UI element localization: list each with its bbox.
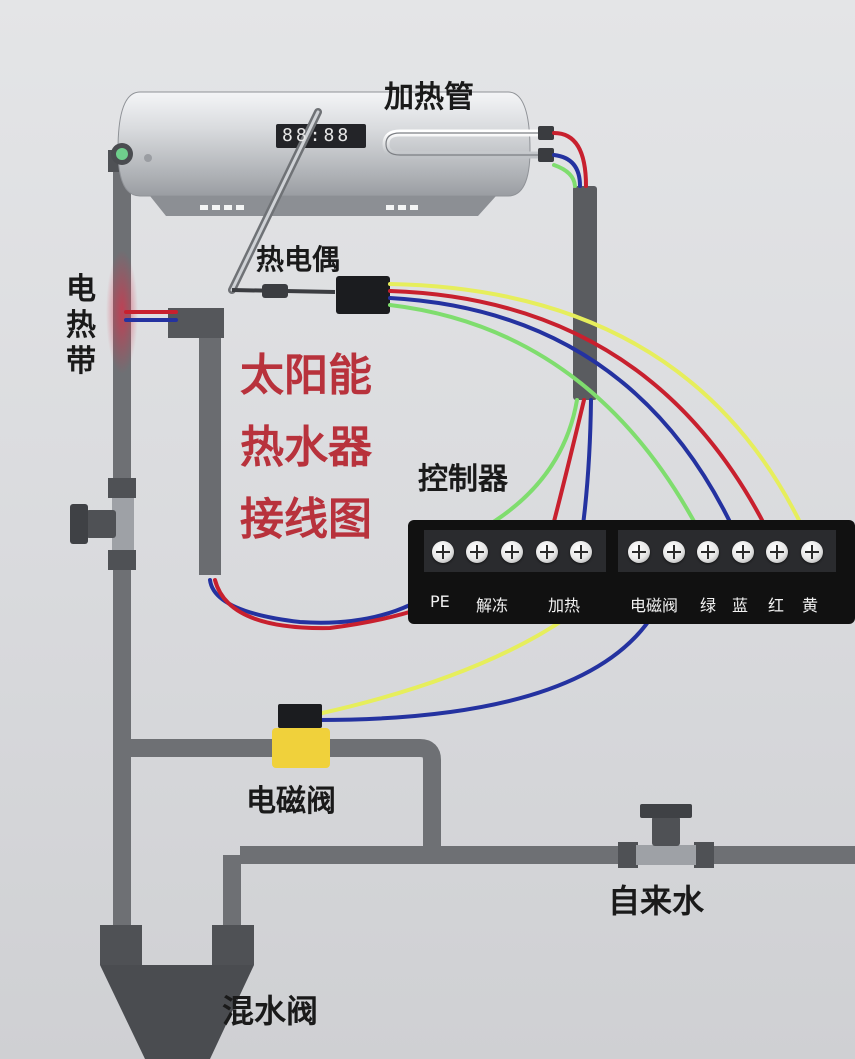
terminal-screw-11[interactable] (801, 541, 823, 563)
solenoid-body (272, 728, 330, 768)
pipe-joint-tap-right (694, 842, 714, 868)
terminal-screw-3[interactable] (501, 541, 523, 563)
solenoid-branch-pipe (122, 739, 441, 855)
heating-tube-terminal-2 (538, 148, 554, 162)
terminal-label-defrost: 解冻 (476, 596, 509, 615)
terminal-screw-4[interactable] (536, 541, 558, 563)
terminal-screw-5[interactable] (570, 541, 592, 563)
diagram-title-line-1: 太阳能 (240, 350, 372, 401)
solenoid-coil (278, 704, 322, 728)
terminal-screw-10[interactable] (766, 541, 788, 563)
label-heating-tube: 加热管 (384, 80, 474, 115)
thermowell-pipe (190, 311, 221, 575)
tank-display-readout: 88:88 (282, 125, 352, 146)
water-tank (111, 91, 531, 216)
label-mixing-valve: 混水阀 (222, 992, 319, 1030)
wires (124, 131, 814, 722)
terminal-screw-6[interactable] (628, 541, 650, 563)
terminal-label-solenoid: 电磁阀 (630, 596, 679, 615)
pipe-joint-mix-left (100, 925, 142, 965)
diagram-title-line-2: 热水器 (240, 422, 372, 473)
terminal-screw-1[interactable] (432, 541, 454, 563)
terminal-label-yellow: 黄 (802, 596, 819, 615)
tank-display (276, 124, 366, 148)
terminal-screw-8[interactable] (697, 541, 719, 563)
diagram-title-line-3: 接线图 (240, 494, 372, 545)
thermocouple-sensor-box (336, 276, 390, 314)
cable-sleeve (573, 186, 597, 400)
heating-band-glow (106, 250, 138, 374)
pipe-joint-valve-top (108, 478, 136, 498)
label-controller: 控制器 (418, 462, 508, 497)
tap-valve (636, 804, 696, 865)
drain-valve (70, 498, 134, 550)
pipe-joint-tap-left (618, 842, 638, 868)
mixing-valve-body (100, 965, 254, 1059)
heating-tube-terminal-1 (538, 126, 554, 140)
terminal-screw-2[interactable] (466, 541, 488, 563)
pipe-joint-valve-bottom (108, 550, 136, 570)
terminal-label-heating: 加热 (548, 596, 581, 615)
label-tap-water: 自来水 (608, 882, 705, 920)
label-heating-band: 电热带 (66, 272, 96, 379)
terminal-screw-7[interactable] (663, 541, 685, 563)
label-solenoid-valve: 电磁阀 (246, 784, 336, 819)
terminal-label-blue: 蓝 (732, 596, 749, 615)
terminal-label-red: 红 (768, 596, 785, 615)
pipe-joint-mix-right (212, 925, 254, 965)
label-thermocouple: 热电偶 (256, 243, 341, 276)
terminal-label-green: 绿 (700, 596, 717, 615)
terminal-label-pe: PE (430, 592, 450, 611)
terminal-screw-9[interactable] (732, 541, 754, 563)
